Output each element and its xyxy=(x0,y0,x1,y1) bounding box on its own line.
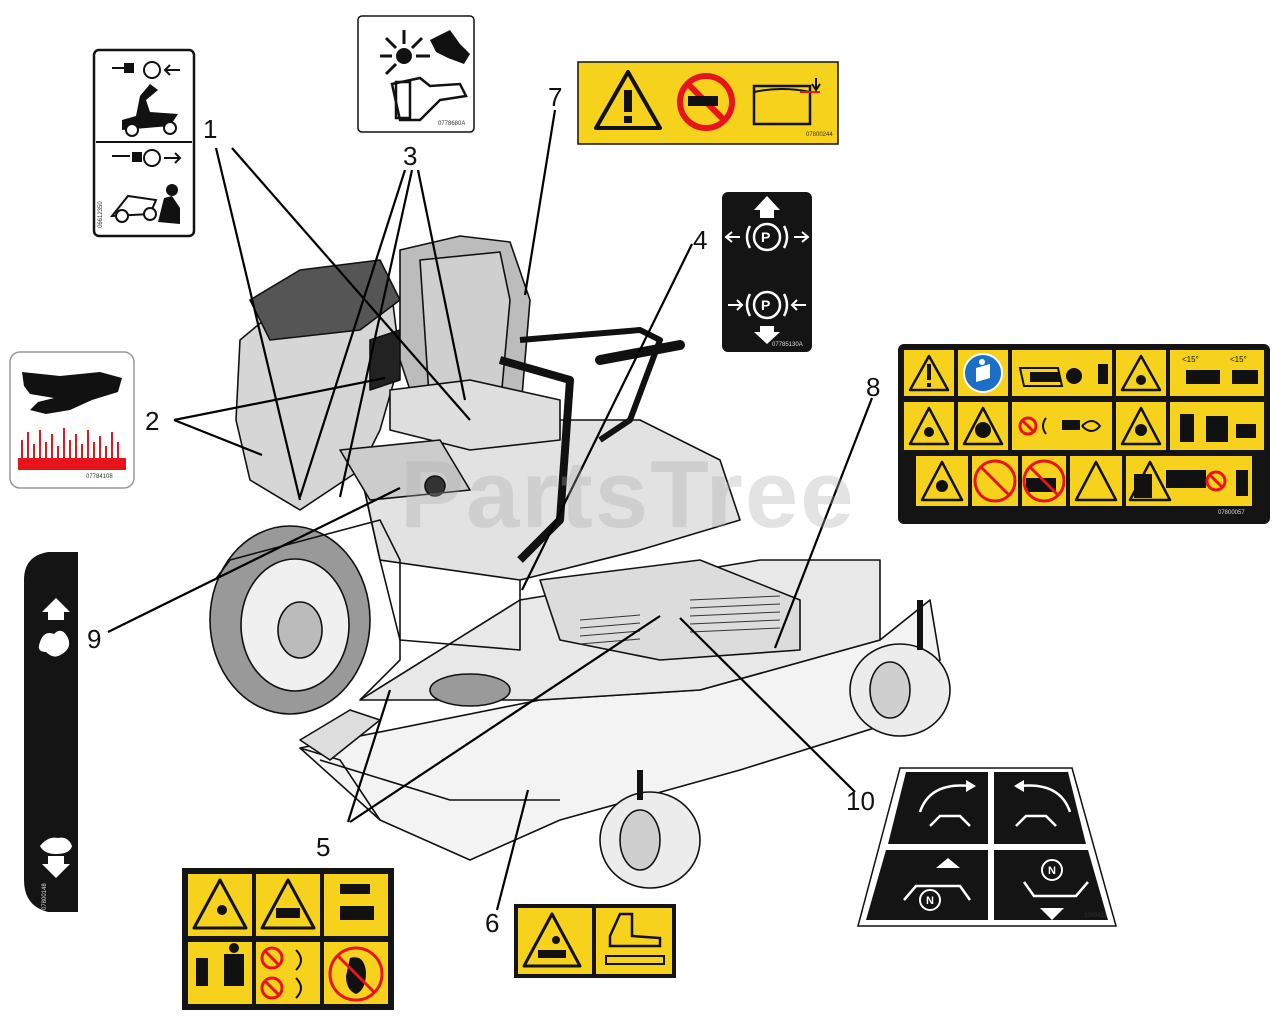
leader-3c xyxy=(416,169,467,401)
decal-6 xyxy=(514,904,676,978)
leader-2b xyxy=(173,376,386,422)
decal-4 xyxy=(722,192,812,352)
slope-label-2: <15° xyxy=(1230,355,1247,364)
decal-3 xyxy=(357,15,475,133)
decal-8: <15° <15° xyxy=(898,344,1270,524)
leader-4 xyxy=(521,243,693,591)
decal-code-9: 07800148 xyxy=(42,883,48,910)
decal-5 xyxy=(182,868,394,1010)
leader-1a xyxy=(214,147,302,501)
callout-3: 3 xyxy=(403,141,418,171)
leader-5b xyxy=(349,615,661,823)
watermark: PartsTree xyxy=(400,441,856,548)
leader-5a xyxy=(346,689,392,823)
decal-code-2: 07784108 xyxy=(86,474,113,480)
callout-6: 6 xyxy=(485,908,500,938)
parking-label-2: P xyxy=(761,297,771,313)
callout-5: 5 xyxy=(316,832,331,862)
decal-code-8: 07800057 xyxy=(1218,510,1245,516)
decal-2 xyxy=(9,351,135,489)
leader-3a xyxy=(298,169,407,498)
slope-label-1: <15° xyxy=(1182,355,1199,364)
decal-10: N N xyxy=(857,767,1117,927)
mower-drawing xyxy=(209,235,951,889)
decal-7 xyxy=(577,61,839,145)
callout-2: 2 xyxy=(145,406,160,436)
decal-code-4: 07785130A xyxy=(772,342,803,348)
callout-1: 1 xyxy=(203,114,218,144)
callout-10: 10 xyxy=(846,786,875,816)
leader-10 xyxy=(679,617,856,793)
decal-code-3: 0778680A xyxy=(438,121,466,127)
neutral-label-1: N xyxy=(926,895,934,907)
parking-label-1: P xyxy=(761,229,771,245)
leader-9 xyxy=(107,487,401,633)
decal-9 xyxy=(24,552,78,912)
decal-1 xyxy=(92,48,196,238)
decal-code-10: 1005611 xyxy=(1084,913,1107,919)
neutral-label-2: N xyxy=(1048,865,1056,877)
leader-2a xyxy=(173,418,263,457)
leader-8 xyxy=(773,397,874,649)
leader-6 xyxy=(495,789,530,911)
callout-9: 9 xyxy=(87,624,102,654)
decal-code-1: 06612350 xyxy=(98,201,104,228)
callout-4: 4 xyxy=(693,225,708,255)
leader-lines xyxy=(107,109,874,911)
leader-1b xyxy=(231,147,471,421)
decal-code-7: 07800244 xyxy=(806,132,833,138)
leader-3b xyxy=(338,169,414,498)
callout-8: 8 xyxy=(866,372,881,402)
leader-7 xyxy=(523,109,557,296)
callout-7: 7 xyxy=(548,82,563,112)
